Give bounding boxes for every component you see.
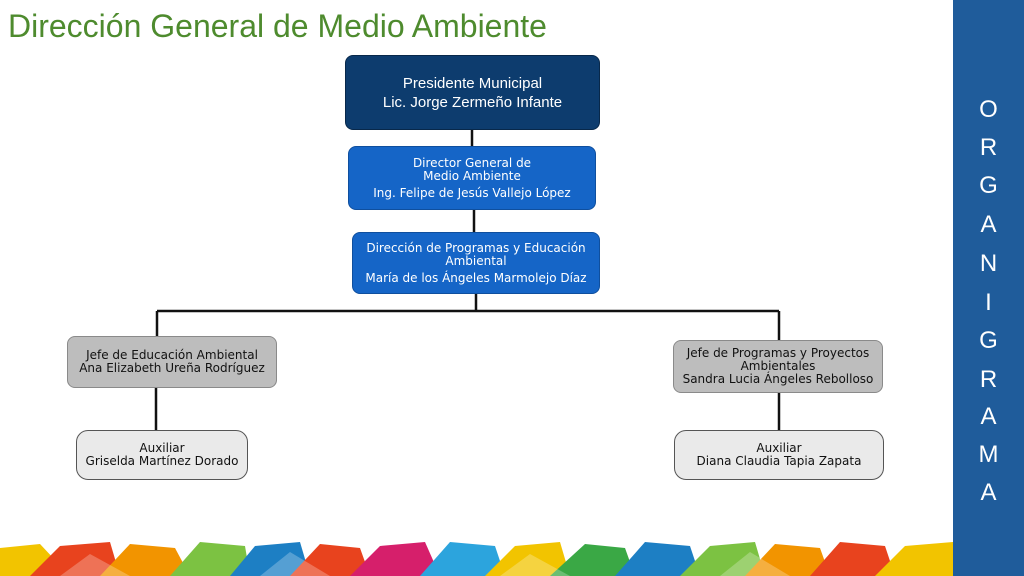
presidente-name: Lic. Jorge Zermeño Infante xyxy=(382,93,563,111)
banner-letter: M xyxy=(978,441,999,468)
programas-role-line2: Ambiental xyxy=(445,253,507,268)
jefe-educacion-name: Ana Elizabeth Ureña Rodríguez xyxy=(79,361,265,375)
org-box-director-general: Director General de Medio Ambiente Ing. … xyxy=(348,146,596,210)
organigrama-side-banner: O R G A N I G R A M A xyxy=(953,0,1024,576)
org-box-jefe-educacion: Jefe de Educación Ambiental Ana Elizabet… xyxy=(67,336,277,388)
banner-letter: A xyxy=(980,211,997,238)
org-box-direccion-programas: Dirección de Programas y Educación Ambie… xyxy=(352,232,600,294)
director-role-line1: Director General de xyxy=(412,155,532,170)
org-connectors xyxy=(154,129,781,430)
banner-letter: G xyxy=(979,327,998,354)
programas-role-line1: Dirección de Programas y Educación xyxy=(366,240,586,255)
auxiliar-izq-role: Auxiliar xyxy=(139,441,185,455)
banner-letter: G xyxy=(979,172,998,199)
jefe-programas-role-line2: Ambientales xyxy=(740,359,816,373)
org-box-auxiliar-izq: Auxiliar Griselda Martínez Dorado xyxy=(76,430,248,480)
page-title: Dirección General de Medio Ambiente xyxy=(8,8,547,44)
banner-letter: O xyxy=(979,96,998,123)
org-box-presidente: Presidente Municipal Lic. Jorge Zermeño … xyxy=(345,55,600,130)
jefe-programas-name: Sandra Lucia Ángeles Rebolloso xyxy=(682,372,874,386)
banner-letter: A xyxy=(980,479,997,506)
jefe-programas-role-line1: Jefe de Programas y Proyectos xyxy=(686,346,870,360)
director-name: Ing. Felipe de Jesús Vallejo López xyxy=(373,185,571,200)
director-role-line2: Medio Ambiente xyxy=(423,168,521,183)
banner-letter: A xyxy=(980,403,997,430)
org-box-auxiliar-der: Auxiliar Diana Claudia Tapia Zapata xyxy=(674,430,884,480)
banner-letter: R xyxy=(979,366,998,393)
banner-letter: R xyxy=(979,134,998,161)
presidente-role: Presidente Municipal xyxy=(402,74,543,92)
auxiliar-izq-name: Griselda Martínez Dorado xyxy=(85,454,239,468)
programas-name: María de los Ángeles Marmolejo Díaz xyxy=(365,270,587,285)
banner-letter: I xyxy=(985,289,992,316)
org-box-jefe-programas: Jefe de Programas y Proyectos Ambientale… xyxy=(673,340,883,393)
auxiliar-der-name: Diana Claudia Tapia Zapata xyxy=(696,454,862,468)
banner-letter: N xyxy=(979,250,998,277)
decorative-color-band xyxy=(0,542,953,576)
jefe-educacion-role: Jefe de Educación Ambiental xyxy=(86,348,258,362)
auxiliar-der-role: Auxiliar xyxy=(756,441,802,455)
